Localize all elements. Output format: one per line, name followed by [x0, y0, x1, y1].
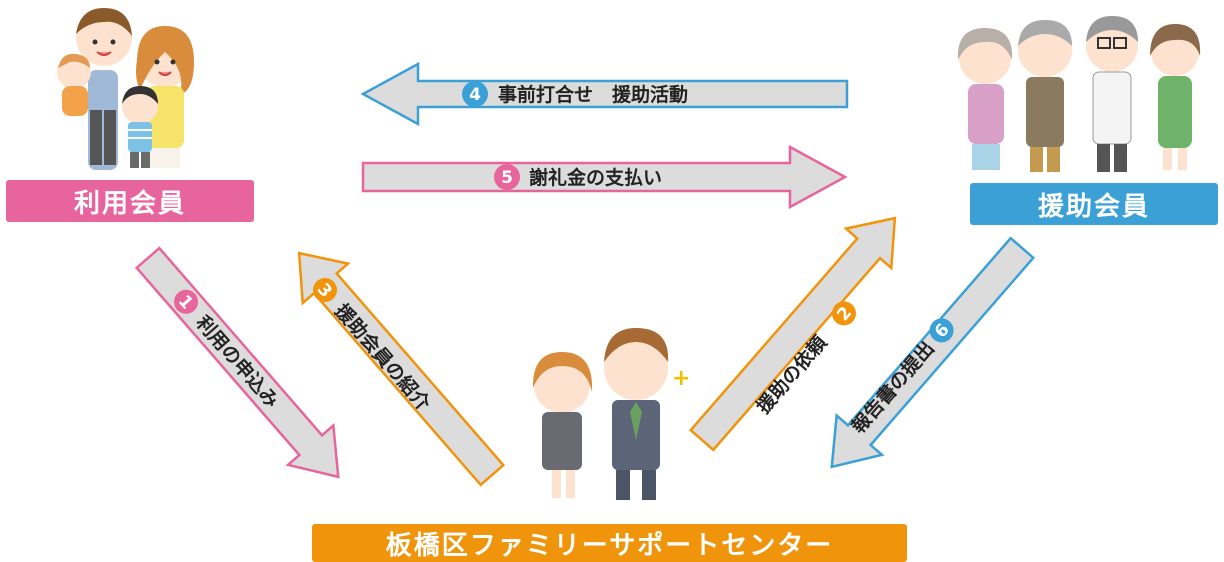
step-5-text: 謝礼金の支払い: [529, 166, 662, 189]
family-illustration: [57, 8, 194, 170]
arrow-step-3: [297, 251, 506, 487]
arrow-step-4: 4 事前打合せ 援助活動: [360, 61, 849, 127]
step-6-text: 報告書の提出: [847, 337, 939, 438]
step-6-badge: [929, 318, 954, 343]
step-3-label: 3 援助会員の紹介: [313, 278, 436, 416]
step-3-badge: [313, 278, 337, 302]
svg-text:+: +: [672, 366, 690, 391]
step-4-text: 事前打合せ 援助活動: [498, 83, 688, 106]
arrow-step-6: [830, 236, 1036, 469]
step-5-badge: [494, 164, 520, 190]
step-5-number: 5: [501, 168, 513, 188]
helpers-illustration: [957, 16, 1201, 172]
arrow-step-5: 5 謝礼金の支払い: [361, 144, 848, 210]
user-member-label: 利用会員: [6, 180, 254, 222]
step-2-badge: [831, 301, 856, 326]
center-staff-illustration: +: [532, 328, 690, 500]
helper-member-label: 援助会員: [970, 183, 1218, 225]
step-1-text: 利用の申込み: [191, 311, 283, 412]
step-3-text: 援助会員の紹介: [330, 299, 435, 415]
step-4-number: 4: [469, 85, 481, 105]
step-1-badge: [174, 289, 199, 314]
support-center-label: 板橋区ファミリーサポートセンター: [312, 524, 907, 562]
step-6-label: 報告書の提出 6: [847, 318, 954, 438]
step-4-badge: [462, 81, 488, 107]
arrow-step-2: [688, 216, 897, 452]
